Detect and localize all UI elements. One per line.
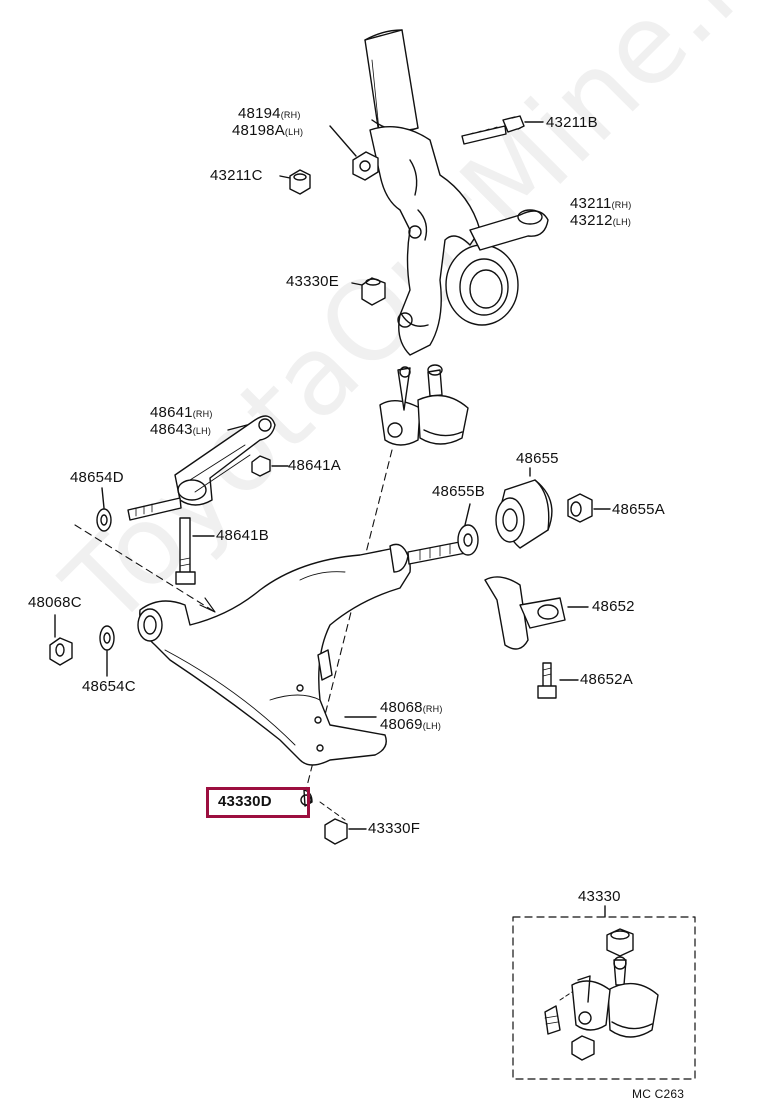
bracket-48641 [174, 415, 276, 506]
label-43211b[interactable]: 43211B [546, 114, 598, 131]
label-48641b[interactable]: 48641B [216, 527, 269, 544]
highlight-box-43330d [206, 787, 310, 818]
assembly-43330-parts [544, 928, 659, 1061]
label-48069[interactable]: 48069(LH) [380, 716, 442, 733]
bolt-43211b [461, 115, 544, 145]
label-48654c[interactable]: 48654C [82, 678, 136, 695]
nut-43211c [279, 169, 311, 195]
label-43211[interactable]: 43211(RH) [570, 195, 632, 212]
washer-48654c [99, 625, 115, 677]
strut-tube [364, 29, 419, 141]
bushing-48655 [495, 467, 553, 549]
figure-code: MC C263 [632, 1087, 685, 1101]
label-48068[interactable]: 48068(RH) [380, 699, 443, 716]
dashed-line-left [74, 524, 216, 613]
label-43212[interactable]: 43212(LH) [570, 212, 632, 229]
label-43330d[interactable]: 43330D [218, 793, 272, 810]
nut-48194 [329, 125, 379, 181]
label-48198a[interactable]: 48198A(LH) [232, 122, 304, 139]
label-48655[interactable]: 48655 [516, 450, 559, 467]
label-48643[interactable]: 48643(LH) [150, 421, 212, 438]
label-48654d[interactable]: 48654D [70, 469, 124, 486]
label-43211c[interactable]: 43211C [210, 167, 263, 184]
label-48655a[interactable]: 48655A [612, 501, 665, 518]
assembly-43330-box [512, 916, 696, 1080]
label-48068c[interactable]: 48068C [28, 594, 82, 611]
nut-43330e [351, 277, 386, 306]
label-43330e[interactable]: 43330E [286, 273, 339, 290]
bolt-48641b [175, 517, 215, 585]
nut-48655a [567, 493, 611, 523]
stud-bolt [96, 487, 182, 532]
ball-joint-upper [379, 364, 469, 446]
steering-knuckle [369, 125, 549, 356]
bolt-48652a [537, 662, 579, 699]
label-43330f[interactable]: 43330F [368, 820, 421, 837]
label-48641[interactable]: 48641(RH) [150, 404, 213, 421]
nut-48068c [49, 614, 73, 666]
label-48655b[interactable]: 48655B [432, 483, 485, 500]
bracket-48652 [484, 576, 589, 650]
label-48652a[interactable]: 48652A [580, 671, 633, 688]
label-48652[interactable]: 48652 [592, 598, 635, 615]
label-43330[interactable]: 43330 [578, 888, 621, 905]
nut-43330f [319, 801, 367, 845]
label-48641a[interactable]: 48641A [288, 457, 341, 474]
lower-control-arm [137, 503, 479, 766]
nut-48641a [251, 455, 289, 477]
label-48194[interactable]: 48194(RH) [238, 105, 301, 122]
